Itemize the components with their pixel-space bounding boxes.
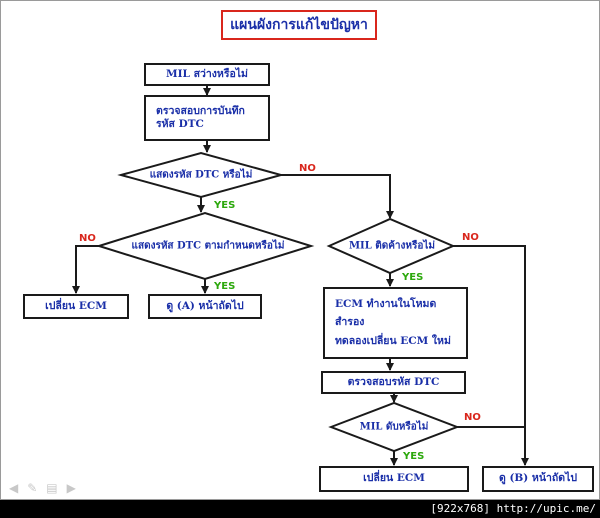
edge-label-dtc-spec-no: NO [79,233,96,244]
see-b-label: ดู (B) หน้าถัดไป [498,472,578,485]
ecm-backup-line-3: ทดลองเปลี่ยน ECM ใหม่ [335,334,451,347]
see-a-label: ดู (A) หน้าถัดไป [166,299,244,312]
watermark: [922x768] http://upic.me/ [430,502,596,515]
arrow-left-icon[interactable]: ◀ [9,481,19,495]
edge-spec-no [72,245,99,294]
ecm-backup-box: ECM ทำงานในโหมด สำรอง ทดลองเปลี่ยน ECM ใ… [323,287,468,359]
edge-label-dtc-spec-yes: YES [214,281,236,292]
mil-on-box: MIL สว่างหรือไม่ [144,63,270,86]
replace-ecm-bottom-box: เปลี่ยน ECM [319,466,469,492]
edge-label-mil-stuck-yes: YES [402,272,424,283]
check-dtc-box: ตรวจสอบการบันทึก รหัส DTC [144,95,270,141]
edge-stuck-no [453,245,529,466]
check-dtc2-box: ตรวจสอบรหัส DTC [321,371,466,394]
edge-label-mil-off-yes: YES [403,451,425,462]
decision-dtc-spec-label: แสดงรหัส DTC ตามกำหนดหรือไม่ [131,240,285,252]
replace-ecm-left-label: เปลี่ยน ECM [45,299,107,312]
edge-label-show-dtc-yes: YES [214,200,236,211]
edge-label-mil-off-no: NO [464,412,481,423]
edge-label-mil-stuck-no: NO [462,232,479,243]
see-b-box: ดู (B) หน้าถัดไป [482,466,594,492]
replace-ecm-left-box: เปลี่ยน ECM [23,294,129,319]
slide-canvas: แผนผังการแก้ไขปัญหา MIL สว่างหรือไม่ ตรว… [0,0,600,500]
check-dtc-line-2: รหัส DTC [156,118,204,130]
check-dtc-line-1: ตรวจสอบการบันทึก [156,104,245,117]
page-title: แผนผังการแก้ไขปัญหา [221,10,377,40]
menu-icon[interactable]: ▤ [46,481,58,495]
decision-show-dtc-label: แสดงรหัส DTC หรือไม่ [149,169,253,181]
check-dtc2-label: ตรวจสอบรหัส DTC [347,375,440,388]
slide-toolbar: ◀ ✎ ▤ ▶ [9,481,76,495]
decision-mil-stuck-label: MIL ติดค้างหรือไม่ [348,240,436,252]
arrow-right-icon[interactable]: ▶ [66,481,76,495]
edge-show-no [281,174,394,219]
ecm-backup-line-2: สำรอง [335,316,365,329]
ecm-backup-line-1: ECM ทำงานในโหมด [335,298,437,311]
replace-ecm-bottom-label: เปลี่ยน ECM [363,472,425,485]
decision-mil-off-label: MIL ดับหรือไม่ [359,421,429,433]
edge-label-show-dtc-no: NO [299,163,316,174]
flowchart-connectors [72,86,529,466]
mil-on-label: MIL สว่างหรือไม่ [166,67,248,80]
decision-dtc-spec-shape [95,211,315,281]
pen-icon[interactable]: ✎ [27,481,38,495]
see-a-box: ดู (A) หน้าถัดไป [148,294,262,319]
